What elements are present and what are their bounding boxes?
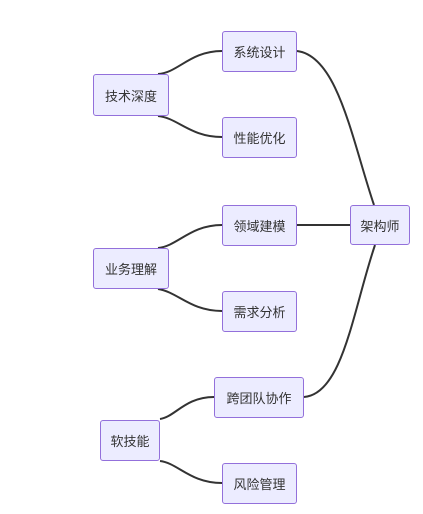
edge-domain-modeling-to-business [157, 224, 223, 249]
edge-cross-team-to-soft-skills [159, 396, 215, 420]
node-tech-depth: 技术深度 [93, 74, 169, 116]
edge-soft-skills-to-risk [159, 460, 223, 484]
edge-system-design-to-tech-depth [157, 50, 223, 75]
edge-business-to-requirements [157, 288, 223, 312]
root-node: 架构师 [350, 205, 410, 245]
node-soft-skills: 软技能 [100, 420, 160, 461]
node-risk-management: 风险管理 [222, 463, 297, 504]
node-cross-team-collaboration: 跨团队协作 [214, 377, 304, 418]
node-requirements-analysis: 需求分析 [222, 291, 297, 332]
node-domain-modeling: 领域建模 [222, 205, 297, 246]
node-performance: 性能优化 [222, 117, 297, 158]
edge-root-to-cross-team [303, 244, 376, 398]
node-system-design: 系统设计 [222, 31, 297, 72]
edge-tech-depth-to-performance [157, 115, 223, 138]
edge-root-to-system-design [296, 50, 375, 206]
node-business-understanding: 业务理解 [93, 248, 169, 289]
